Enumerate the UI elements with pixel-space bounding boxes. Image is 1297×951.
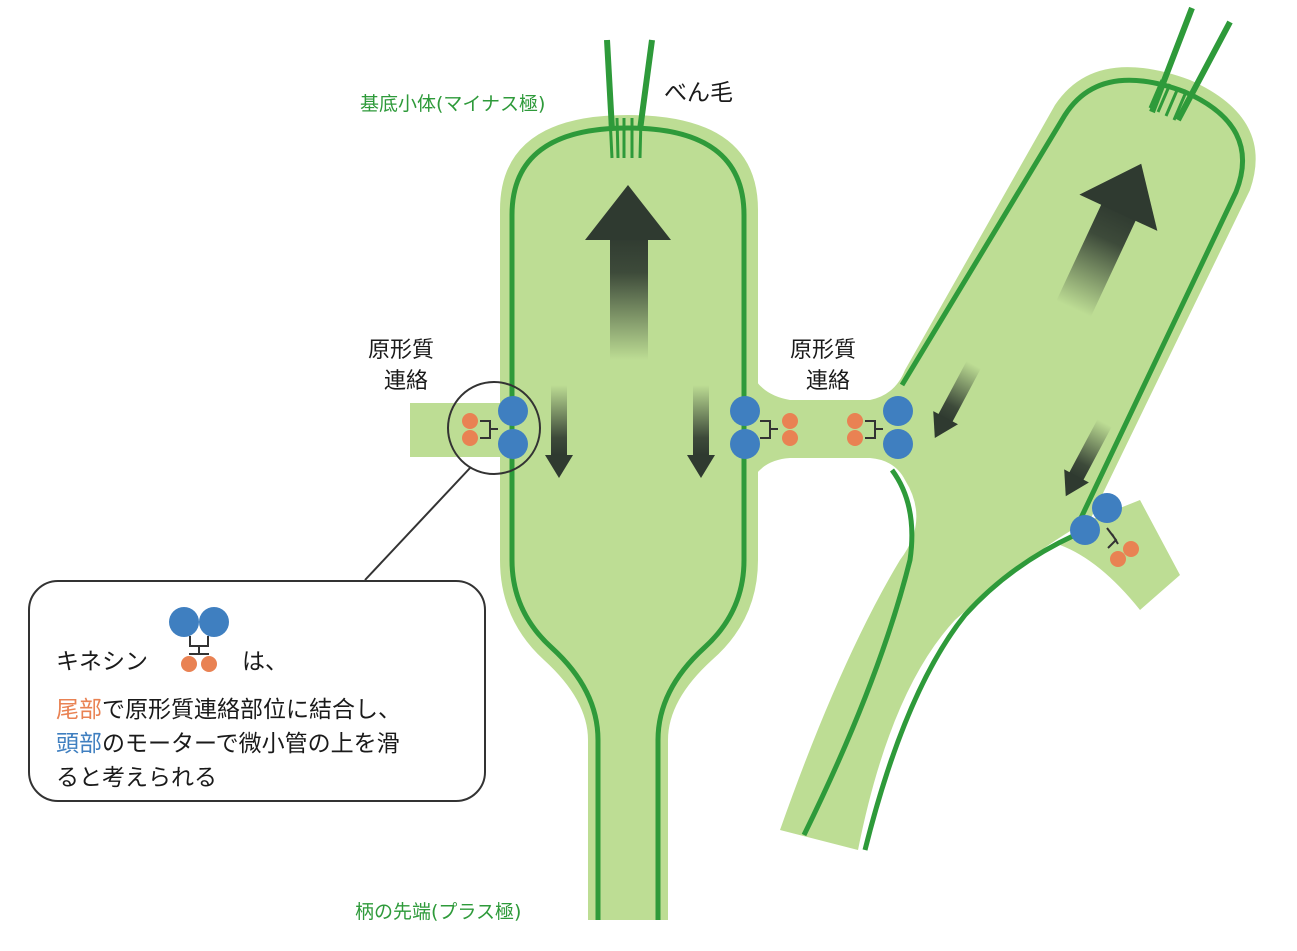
kinesin-middle-2 <box>847 396 913 459</box>
arrow-down-1 <box>545 385 573 478</box>
caption-head-word: 頭部 <box>56 731 102 757</box>
plasmodesma-right-label-1: 原形質 <box>790 338 856 363</box>
plasmodesma-right-label-2: 連絡 <box>806 369 850 394</box>
middle-plasmodesma-bridge <box>750 370 905 485</box>
plasmodesma-left-label-2: 連絡 <box>384 369 428 394</box>
flagellum-left <box>604 39 655 131</box>
arrow-down-3 <box>933 360 981 438</box>
kinesin-caption-box: キネシン は、 尾部で原形質連絡部位に結合し、 頭部のモーターで微小管の上を滑 … <box>28 580 486 802</box>
kinesin-middle-1 <box>730 396 798 459</box>
caption-line4: ると考えられる <box>56 765 217 791</box>
right-cell-body <box>780 67 1256 850</box>
caption-line3: 頭部のモーターで微小管の上を滑 <box>56 724 400 758</box>
arrow-down-4 <box>1064 419 1112 497</box>
zoom-pointer-line <box>364 467 471 581</box>
flagellum-label: べん毛 <box>664 80 733 106</box>
caption-line2-rest: で原形質連絡部位に結合し、 <box>102 697 401 723</box>
caption-line1-end: は、 <box>242 649 288 675</box>
basal-body-left <box>608 117 643 159</box>
zoom-circle <box>447 381 541 475</box>
caption-line3-rest: のモーターで微小管の上を滑 <box>102 731 400 757</box>
left-cell-body <box>500 115 758 920</box>
stalk-tip-label: 柄の先端(プラス極) <box>355 901 521 923</box>
caption-tail-word: 尾部 <box>56 697 102 723</box>
right-cell-microtubule-inner <box>801 468 915 837</box>
caption-kinesin-word: キネシン <box>56 649 148 675</box>
kinesin-left <box>462 396 528 459</box>
plasmodesma-left-label-1: 原形質 <box>368 338 434 363</box>
arrow-big-up-left <box>585 185 671 360</box>
caption-line2: 尾部で原形質連絡部位に結合し、 <box>56 690 401 724</box>
left-cell-microtubule-left <box>509 125 747 560</box>
right-cell-microtubule-outer <box>862 532 1077 851</box>
basal-body-label: 基底小体(マイナス極) <box>360 93 545 115</box>
left-cell <box>410 39 905 920</box>
kinesin-branch <box>1070 493 1139 567</box>
arrow-big-up-right <box>1056 163 1158 317</box>
flagellum-right <box>1149 6 1233 122</box>
left-cell-microtubule-lower-right <box>655 520 747 920</box>
arrow-down-2 <box>687 385 715 478</box>
left-cell-microtubule-lower-left <box>509 520 601 920</box>
kinesin-icon <box>169 607 229 672</box>
